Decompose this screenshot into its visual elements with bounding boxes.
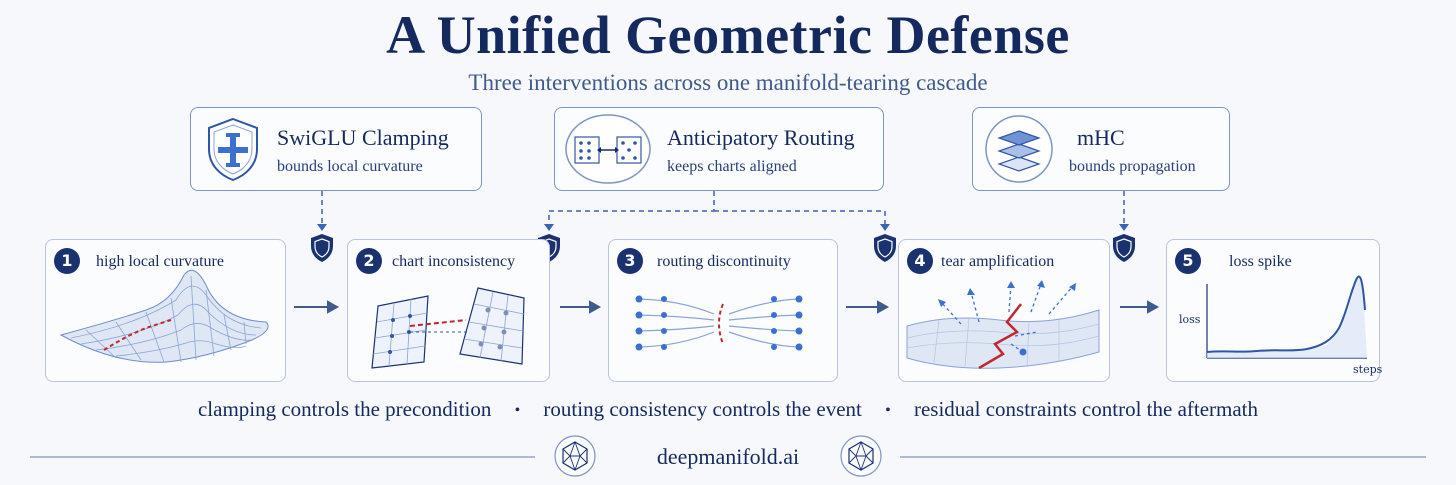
polyhedron-logo-icon <box>554 435 596 477</box>
intervention-desc: bounds propagation <box>1069 158 1196 175</box>
tear-amplification-illustration <box>906 280 1100 370</box>
stage-label: chart inconsistency <box>392 253 516 270</box>
loss-spike-chart <box>1206 275 1367 359</box>
polyhedron-logo-icon <box>840 435 882 477</box>
loss-curve <box>1206 275 1366 353</box>
intervention-name: SwiGLU Clamping <box>277 125 449 150</box>
stage-high-local-curvature: 1 high local curvature <box>45 239 286 382</box>
footer-site: deepmanifold.ai <box>656 444 800 469</box>
stage-tear-amplification: 4 tear amplification <box>898 239 1110 382</box>
intervention-mhc: mHC bounds propagation <box>972 107 1230 191</box>
separator-dot: • <box>885 402 891 420</box>
stage-loss-spike: 5 loss spike loss steps <box>1166 239 1383 382</box>
flow-arrows <box>294 300 1160 314</box>
stage-label: high local curvature <box>96 253 224 270</box>
intervention-anticipatory-routing: Anticipatory Routing keeps charts aligne… <box>554 107 884 191</box>
stage-number-badge: 2 <box>356 248 382 274</box>
routing-flow-illustration <box>635 295 803 351</box>
page-subtitle: Three interventions across one manifold-… <box>468 70 988 95</box>
shield-icon <box>208 117 258 182</box>
layers-icon <box>985 115 1053 183</box>
summary-part-aftermath: residual constraints control the afterma… <box>913 397 1259 421</box>
stage-label: tear amplification <box>941 253 1055 270</box>
stage-number-badge: 4 <box>907 248 933 274</box>
page-title: A Unified Geometric Defense <box>386 5 1070 65</box>
stage-number-badge: 3 <box>617 248 643 274</box>
chart-alignment-icon <box>565 114 651 184</box>
stage-label: routing discontinuity <box>657 253 791 270</box>
intervention-desc: bounds local curvature <box>277 158 423 175</box>
summary-part-event: routing consistency controls the event <box>543 397 862 421</box>
intervention-name: Anticipatory Routing <box>667 125 855 150</box>
intervention-name: mHC <box>1077 125 1125 150</box>
connector-routing <box>548 191 886 226</box>
x-axis-label: steps <box>1353 363 1383 376</box>
summary-part-precondition: clamping controls the precondition <box>197 397 492 421</box>
stage-number-badge: 5 <box>1175 248 1201 274</box>
separator-dot: • <box>514 402 521 420</box>
summary-line: clamping controls the precondition • rou… <box>0 397 1456 422</box>
stage-number-badge: 1 <box>54 248 80 274</box>
stage-label: loss spike <box>1229 253 1292 270</box>
stage-routing-discontinuity: 3 routing discontinuity <box>608 239 838 382</box>
intervention-swiglu-clamping: SwiGLU Clamping bounds local curvature <box>190 107 482 191</box>
chart-mismatch-illustration <box>371 287 525 369</box>
y-axis-label: loss <box>1179 313 1201 326</box>
curvature-surface-illustration <box>59 269 269 363</box>
intervention-desc: keeps charts aligned <box>667 158 797 175</box>
stage-chart-inconsistency: 2 chart inconsistency <box>347 239 550 382</box>
